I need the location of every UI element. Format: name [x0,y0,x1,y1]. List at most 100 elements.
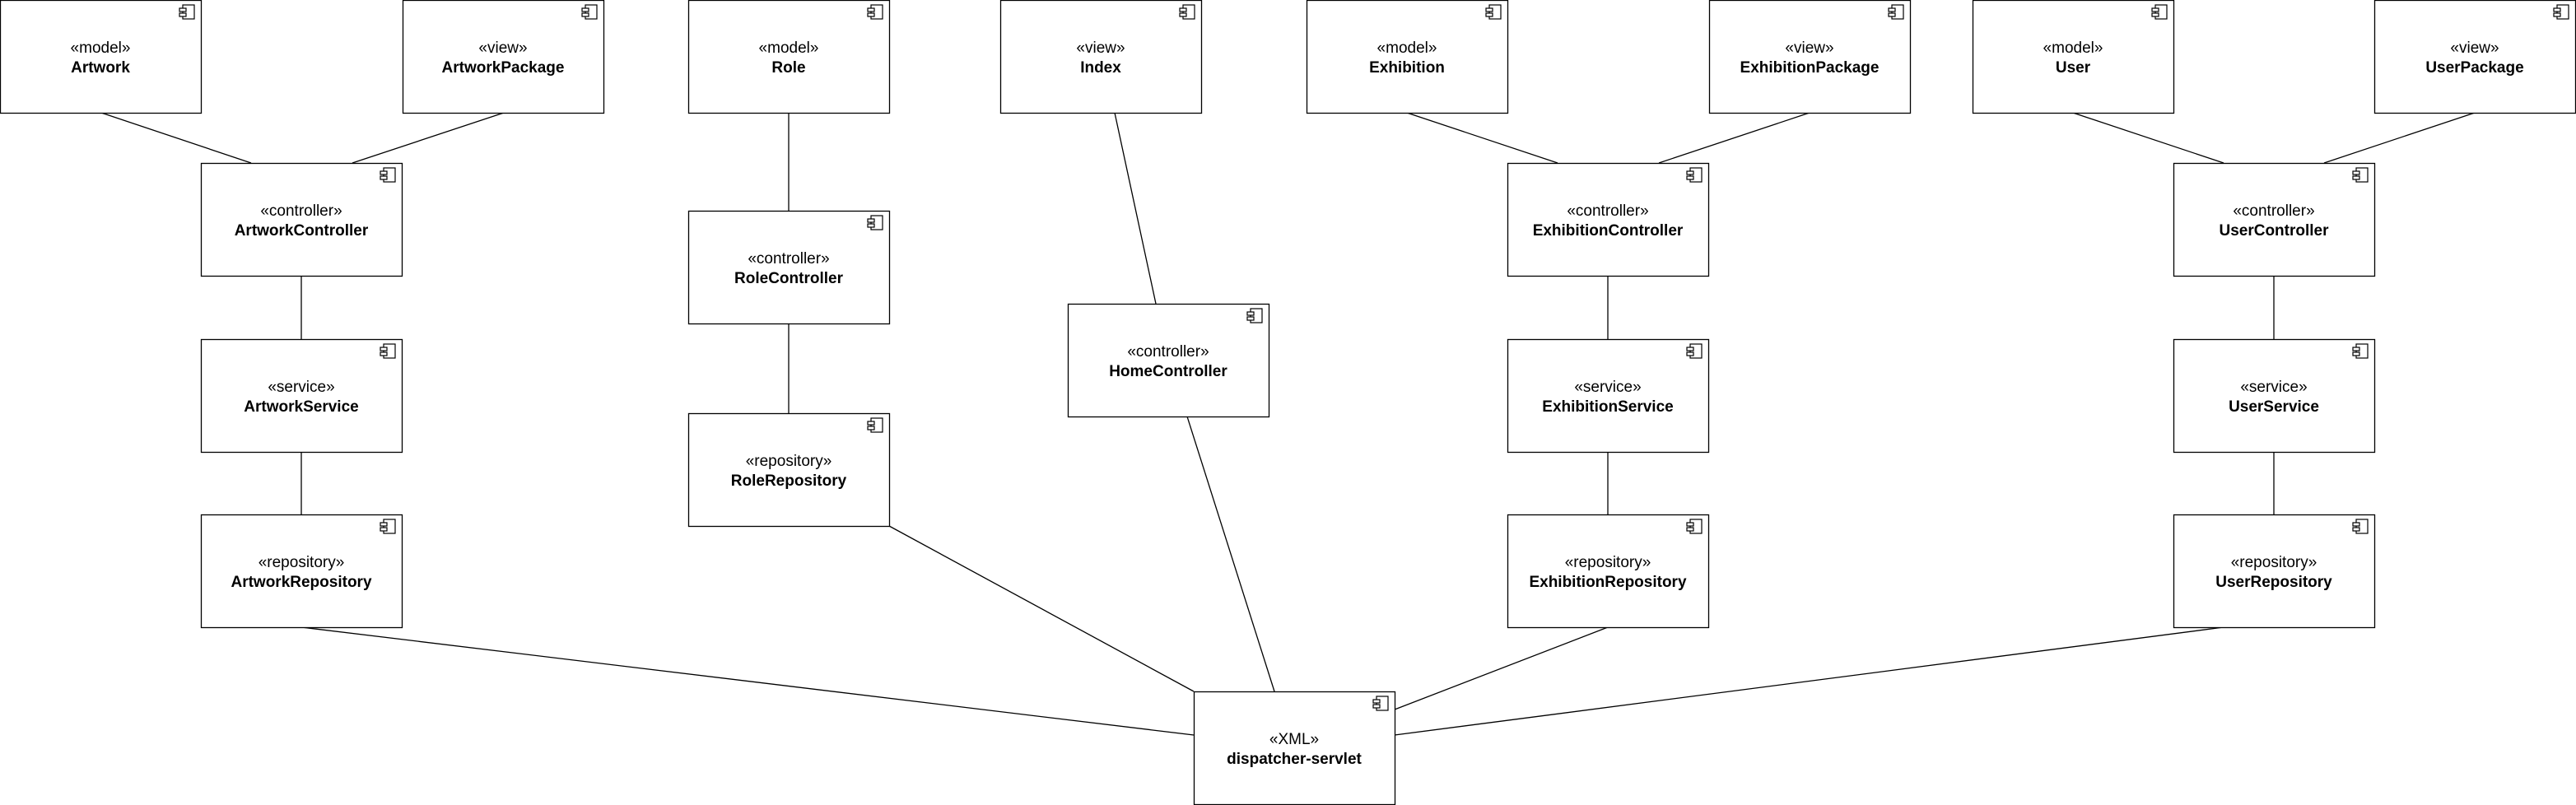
component-stereotype: «repository» [259,554,345,571]
component-box [200,162,403,277]
component-box [1067,303,1270,418]
component-artwork-service: «service» ArtworkService [200,338,403,454]
component-box [402,0,605,114]
component-stereotype: «repository» [746,453,832,470]
component-name: RoleRepository [731,472,847,490]
component-box [2173,338,2376,454]
component-artwork-repository: «repository» ArtworkRepository [200,514,403,629]
component-stereotype: «XML» [1269,731,1319,748]
uml-component-icon [1179,4,1195,20]
connector-user-to-user-controller [2072,112,2224,164]
component-stereotype: «model» [71,40,131,57]
component-artwork: «model» Artwork [0,0,203,114]
connector-exhibition-package-to-exhibition-controller [1658,112,1810,164]
component-name: User [2056,59,2091,77]
component-box [687,210,891,325]
uml-component-icon [867,215,883,230]
component-box [687,0,891,114]
component-box [1507,162,1710,277]
component-exhibition-service: «service» ExhibitionService [1507,338,1710,454]
component-stereotype: «controller» [748,250,829,268]
component-name: HomeController [1109,363,1227,380]
component-user-service: «service» UserService [2173,338,2376,454]
connector-artwork-repository-to-dispatcher-servlet [300,626,1195,736]
component-name: ExhibitionController [1533,222,1684,240]
uml-component-icon [1485,4,1502,20]
component-stereotype: «service» [1574,379,1641,396]
uml-component-icon [1246,308,1263,323]
uml-component-icon [2352,343,2369,359]
component-stereotype: «service» [268,379,334,396]
component-exhibition-controller: «controller» ExhibitionController [1507,162,1710,277]
component-box [2373,0,2576,114]
uml-component-icon [1686,167,1703,183]
component-name: Exhibition [1369,59,1445,77]
connector-home-controller-to-dispatcher-servlet [1186,416,1275,692]
component-box [1708,0,1912,114]
component-name: ArtworkController [235,222,369,240]
component-box [1507,338,1710,454]
uml-component-icon [1372,696,1389,711]
component-stereotype: «model» [759,40,819,57]
component-name: ArtworkPackage [442,59,565,77]
component-name: ArtworkService [244,398,358,416]
uml-component-icon [1686,343,1703,359]
connector-exhibition-to-exhibition-controller [1406,112,1558,164]
connector-artwork-to-artwork-controller [100,112,252,164]
uml-component-icon [2151,4,2168,20]
component-box [200,338,403,454]
component-stereotype: «controller» [1127,343,1209,361]
component-role-controller: «controller»RoleController [687,210,891,325]
connector-role-repository-to-dispatcher-servlet [888,525,1195,692]
component-name: UserController [2219,222,2329,240]
component-stereotype: «model» [1377,40,1437,57]
component-stereotype: «view» [1785,40,1833,57]
component-stereotype: «repository» [2231,554,2317,571]
component-name: ExhibitionRepository [1529,574,1687,591]
component-stereotype: «repository» [1565,554,1651,571]
component-name: Artwork [71,59,130,77]
component-name: UserService [2229,398,2319,416]
component-role-repository: «repository» RoleRepository [687,412,891,528]
component-stereotype: «view» [2450,40,2499,57]
component-box [2173,162,2376,277]
component-box [1507,514,1710,629]
component-exhibition-package: «view» ExhibitionPackage [1708,0,1912,114]
component-name: Index [1080,59,1121,77]
component-user-controller: «controller» UserController [2173,162,2376,277]
component-box [2173,514,2376,629]
component-name: UserRepository [2215,574,2332,591]
uml-component-icon [1686,519,1703,534]
component-stereotype: «view» [478,40,527,57]
component-stereotype: «view» [1076,40,1125,57]
component-box [200,514,403,629]
component-dispatcher-servlet: «XML»dispatcher-servlet [1193,691,1396,805]
component-name: ExhibitionPackage [1740,59,1880,77]
component-stereotype: «controller» [1567,202,1648,220]
connector-user-repository-to-dispatcher-servlet [1394,626,2224,736]
component-name: Role [771,59,805,77]
uml-component-icon [581,4,598,20]
uml-component-icon [2352,167,2369,183]
component-box [1306,0,1509,114]
component-stereotype: «service» [2240,379,2307,396]
connector-artwork-package-to-artwork-controller [352,112,505,164]
uml-component-icon [2553,4,2569,20]
component-stereotype: «controller» [260,202,342,220]
component-user-repository: «repository» UserRepository [2173,514,2376,629]
component-exhibition-repository: «repository» ExhibitionRepository [1507,514,1710,629]
connector-user-package-to-user-controller [2323,112,2476,164]
component-box [1972,0,2175,114]
component-artwork-controller: «controller» ArtworkController [200,162,403,277]
component-name: ArtworkRepository [231,574,371,591]
uml-component-icon [867,4,883,20]
uml-component-icon [380,343,396,359]
connector-index-to-home-controller [1114,112,1157,305]
component-box [0,0,203,114]
uml-component-icon [380,519,396,534]
uml-component-icon [380,167,396,183]
component-stereotype: «controller» [2233,202,2314,220]
component-name: ExhibitionService [1542,398,1673,416]
